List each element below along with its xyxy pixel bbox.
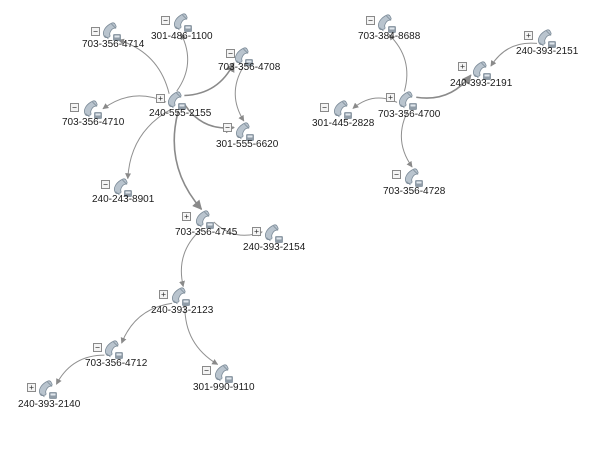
call-edge — [184, 62, 235, 97]
phone-icon[interactable] — [170, 11, 194, 35]
collapse-toggle-icon[interactable]: − — [392, 170, 401, 179]
collapse-toggle-icon[interactable]: − — [101, 180, 110, 189]
graph-node[interactable]: − 240-243-8901 — [0, 0, 154, 205]
graph-node[interactable]: +240-393-2123 — [0, 0, 213, 316]
call-edge — [117, 38, 170, 94]
call-edge — [388, 34, 408, 92]
graph-node[interactable]: − 703-356-4728 — [0, 0, 445, 197]
phone-icon[interactable] — [35, 378, 59, 402]
phone-icon[interactable] — [469, 59, 493, 83]
expand-toggle-icon[interactable]: + — [182, 212, 191, 221]
call-edge — [176, 33, 189, 92]
graph-node[interactable]: − 703-356-4712 — [0, 0, 147, 369]
node-label: 703-356-4728 — [383, 186, 446, 197]
graph-node[interactable]: − 301-555-6620 — [0, 0, 278, 150]
node-label: 240-555-2155 — [149, 108, 212, 119]
call-edge — [125, 109, 171, 180]
node-label: 703-356-4712 — [85, 358, 148, 369]
expand-toggle-icon[interactable]: + — [156, 94, 165, 103]
graph-node[interactable]: − 301-990-9110 — [0, 0, 255, 393]
call-edge — [234, 66, 245, 122]
phone-icon[interactable] — [261, 222, 285, 246]
phone-icon[interactable] — [330, 98, 354, 122]
call-edge — [416, 74, 472, 99]
node-label: 301-990-9110 — [193, 382, 255, 393]
call-edge — [400, 110, 413, 168]
node-label: 703-356-4700 — [378, 109, 441, 120]
expand-toggle-icon[interactable]: + — [252, 227, 261, 236]
collapse-toggle-icon[interactable]: − — [161, 16, 170, 25]
node-label: 240-393-2191 — [450, 78, 513, 89]
node-label: 703-384-8688 — [358, 31, 421, 42]
graph-node[interactable]: +240-393-2154 — [0, 0, 305, 253]
graph-node[interactable]: − 703-356-4714 — [0, 0, 144, 50]
node-label: 240-393-2151 — [516, 46, 579, 57]
phone-icon[interactable] — [374, 12, 398, 36]
node-label: 240-393-2123 — [151, 305, 214, 316]
graph-node[interactable]: − 301-486-1100 — [0, 0, 213, 46]
node-label: 703-356-4714 — [82, 39, 145, 50]
expand-toggle-icon[interactable]: + — [524, 31, 533, 40]
edge-layer — [55, 33, 538, 385]
node-label: 301-445-2828 — [312, 118, 375, 129]
call-edge — [120, 302, 173, 344]
collapse-toggle-icon[interactable]: − — [223, 123, 232, 132]
phone-icon[interactable] — [211, 362, 235, 386]
call-edge — [173, 110, 203, 211]
phone-icon[interactable] — [164, 89, 188, 113]
collapse-toggle-icon[interactable]: − — [320, 103, 329, 112]
phone-icon[interactable] — [231, 45, 255, 69]
node-label: 240-243-8901 — [92, 194, 155, 205]
call-edge — [179, 229, 202, 288]
node-label: 240-393-2140 — [18, 399, 81, 410]
phone-icon[interactable] — [534, 27, 558, 51]
collapse-toggle-icon[interactable]: − — [202, 366, 211, 375]
graph-node[interactable]: − 301-445-2828 — [0, 0, 374, 129]
call-edge — [55, 354, 105, 385]
phone-icon[interactable] — [99, 20, 123, 44]
graph-node[interactable]: +240-393-2140 — [0, 0, 90, 410]
expand-toggle-icon[interactable]: + — [458, 62, 467, 71]
graph-node[interactable]: − 703-384-8688 — [0, 0, 420, 46]
node-label: 301-486-1100 — [151, 31, 213, 42]
graph-node[interactable]: +240-555-2155 — [0, 0, 211, 119]
graph-node[interactable]: +240-393-2151 — [0, 0, 578, 57]
expand-toggle-icon[interactable]: + — [386, 93, 395, 102]
phone-icon[interactable] — [192, 208, 216, 232]
graph-node[interactable]: − 703-356-4710 — [0, 0, 124, 128]
expand-toggle-icon[interactable]: + — [27, 383, 36, 392]
node-label: 703-356-4710 — [62, 117, 125, 128]
node-label: 240-393-2154 — [243, 242, 306, 253]
phone-icon[interactable] — [401, 166, 425, 190]
expand-toggle-icon[interactable]: + — [159, 290, 168, 299]
call-edge — [184, 305, 219, 365]
phone-icon[interactable] — [101, 338, 125, 362]
collapse-toggle-icon[interactable]: − — [70, 103, 79, 112]
collapse-toggle-icon[interactable]: − — [366, 16, 375, 25]
collapse-toggle-icon[interactable]: − — [93, 343, 102, 352]
phone-icon[interactable] — [110, 176, 134, 200]
collapse-toggle-icon[interactable]: − — [226, 49, 235, 58]
node-label: 703-356-4708 — [218, 62, 281, 73]
phone-icon[interactable] — [232, 120, 256, 144]
phone-icon[interactable] — [395, 89, 419, 113]
phone-icon[interactable] — [168, 285, 192, 309]
node-label: 301-555-6620 — [216, 139, 279, 150]
graph-node[interactable]: − 703-356-4708 — [0, 0, 280, 73]
node-label: 703-356-4745 — [175, 227, 238, 238]
call-edge — [490, 42, 538, 67]
collapse-toggle-icon[interactable]: − — [91, 27, 100, 36]
phone-icon[interactable] — [80, 98, 104, 122]
graph-node[interactable]: +240-393-2191 — [0, 0, 512, 89]
graph-node[interactable]: +703-356-4700 — [0, 0, 440, 120]
graph-node[interactable]: +703-356-4745 — [0, 0, 237, 238]
